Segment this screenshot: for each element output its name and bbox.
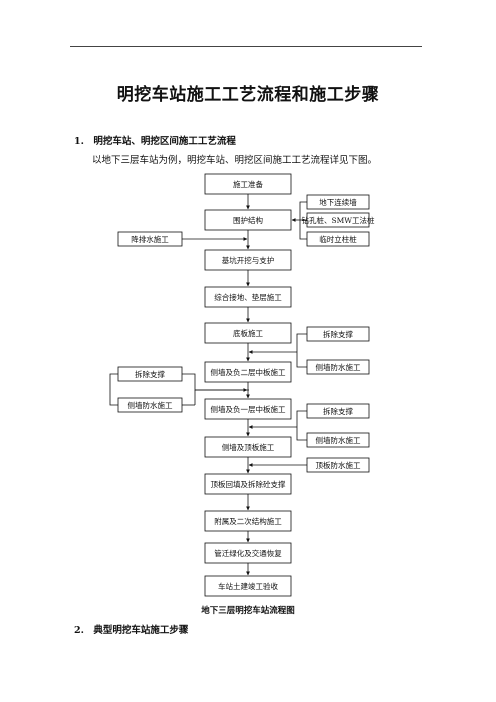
section-heading-2: 2. 典型明挖车站施工步骤 [74, 625, 189, 636]
side-label-wall-waterproof-a: 侧墙防水施工 [316, 362, 361, 372]
side-label-wall-waterproof-b: 侧墙防水施工 [316, 435, 361, 445]
flow-label-secondary: 附属及二次结构施工 [214, 516, 282, 526]
flow-label-restoration: 管迁绿化及交通恢复 [214, 548, 282, 558]
figure-caption: 地下三层明挖车站流程图 [201, 606, 295, 616]
flow-label-b1-slab: 侧墙及负一层中板施工 [211, 404, 286, 414]
flow-label-roof-slab: 侧墙及顶板施工 [222, 442, 275, 452]
flow-label-retaining: 围护结构 [233, 215, 263, 225]
flow-label-backfill: 顶板回填及拆除砼支撑 [211, 479, 286, 489]
intro-paragraph: 以地下三层车站为例，明挖车站、明挖区间施工工艺流程详见下图。 [92, 155, 378, 166]
document-title: 明挖车站施工工艺流程和施工步骤 [116, 85, 380, 105]
side-label-bored-pile: 钻孔桩、SMW工法桩 [301, 215, 375, 225]
side-label-diaphragm-wall: 地下连续墙 [319, 197, 357, 207]
side-label-remove-support-b: 拆除支撑 [323, 406, 353, 416]
flow-label-b2-slab: 侧墙及负二层中板施工 [211, 367, 286, 377]
flow-label-excavation: 基坑开挖与支护 [222, 255, 275, 265]
flow-label-bottom-slab: 底板施工 [233, 328, 263, 338]
header-rule [70, 46, 422, 47]
flow-label-acceptance: 车站土建竣工验收 [218, 581, 278, 591]
side-label-remove-support-left: 拆除支撑 [135, 369, 165, 379]
side-label-remove-support-a: 拆除支撑 [323, 329, 353, 339]
side-label-dewatering: 降排水施工 [131, 234, 169, 244]
flow-label-grounding: 综合接地、垫层施工 [214, 292, 282, 302]
section-heading-1: 1. 明挖车站、明挖区间施工工艺流程 [74, 136, 236, 147]
flow-label-prep: 施工准备 [233, 179, 263, 189]
side-label-wall-waterproof-left: 侧墙防水施工 [128, 400, 173, 410]
flow-box-acceptance [204, 575, 292, 597]
side-label-temp-column: 临时立柱桩 [319, 234, 357, 244]
side-label-roof-waterproof: 顶板防水施工 [316, 460, 361, 470]
